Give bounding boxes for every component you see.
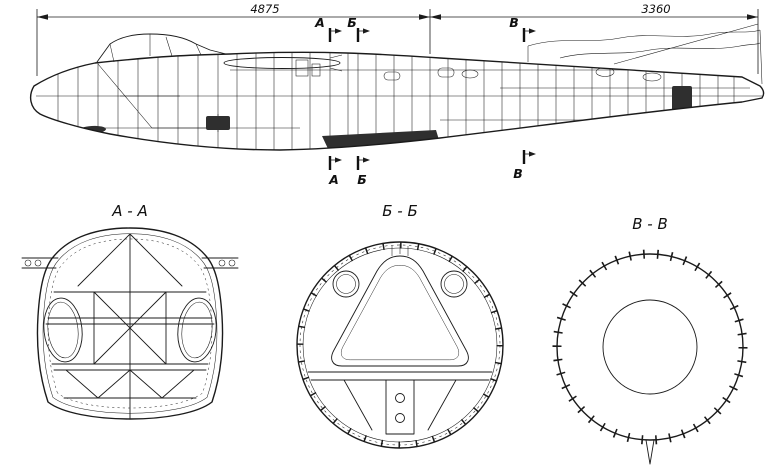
section-bb-outer-ring [296,241,504,449]
section-aa-truss [45,233,215,420]
section-aa: А - А [21,202,239,420]
marker-a-top-label: А [314,15,325,30]
section-vv-title: В - В [632,215,668,233]
canopy [96,33,227,63]
section-vv-bottom-fin [645,439,655,465]
tail-equipment-bay [672,86,692,114]
section-aa-title: А - А [111,202,147,220]
cockpit-structure-lines [97,63,219,132]
section-aa-outer-frame [36,227,224,420]
tail-fin-break-lines [527,23,763,85]
marker-a-bottom-label: А [328,172,339,187]
section-bb-tick-mask [304,249,496,441]
section-vv-frame-ticks [552,249,748,445]
section-cut-marker-v-bottom: В [513,150,536,181]
section-bb-lightening-holes [332,270,468,298]
fuselage-outline [29,51,765,151]
hatch-oval-1 [383,71,401,81]
section-vv-inner-hole [602,299,698,395]
side-view-internal-structure [36,52,764,150]
dimension-right-label: 3360 [641,2,670,16]
dim-right-arrowhead-end [747,14,758,20]
dimension-right: 3360 [430,2,759,74]
longeron-lines [36,69,764,129]
marker-b-bottom-label: Б [357,172,367,187]
section-bb-intake-duct [331,244,469,367]
station-frame-lines [57,52,735,150]
section-bb-title: Б - Б [382,202,418,220]
section-cut-marker-v-top: В [509,15,536,42]
avionics-box-2 [311,63,321,77]
fuel-tank-spindle [223,57,341,69]
section-bb: Б - Б [296,202,504,449]
section-aa-side-brackets [21,257,239,269]
marker-v-top-label: В [509,15,519,30]
hatch-oval-5 [642,72,662,82]
dimension-left-label: 4875 [250,2,279,16]
marker-b-top-label: Б [347,15,357,30]
section-cut-marker-a-bottom: А [328,156,342,187]
marker-v-bottom-label: В [513,166,523,181]
dimension-left: 4875 [36,2,431,76]
section-cut-marker-a-top: А [314,15,342,42]
dim-right-arrowhead-start [430,14,441,20]
hatch-oval-2 [437,67,455,78]
hatch-oval-6 [650,126,666,134]
side-view [29,23,765,151]
spindle-fins [329,54,343,72]
wing-root-fairing [322,130,442,150]
dim-left-arrowhead-start [37,14,48,20]
section-cut-marker-b-bottom: Б [356,156,370,187]
section-aa-side-cutouts [43,297,217,363]
section-vv-outer-ring [556,253,744,441]
section-bb-lower-structure [307,371,493,435]
section-vv: В - В [552,215,748,465]
equipment-hatch-dark [206,116,230,130]
section-aa-inner-frame [42,233,218,414]
hatch-oval-3 [461,69,479,79]
section-cut-marker-b-top: Б [347,15,370,42]
dim-left-arrowhead-end [419,14,430,20]
